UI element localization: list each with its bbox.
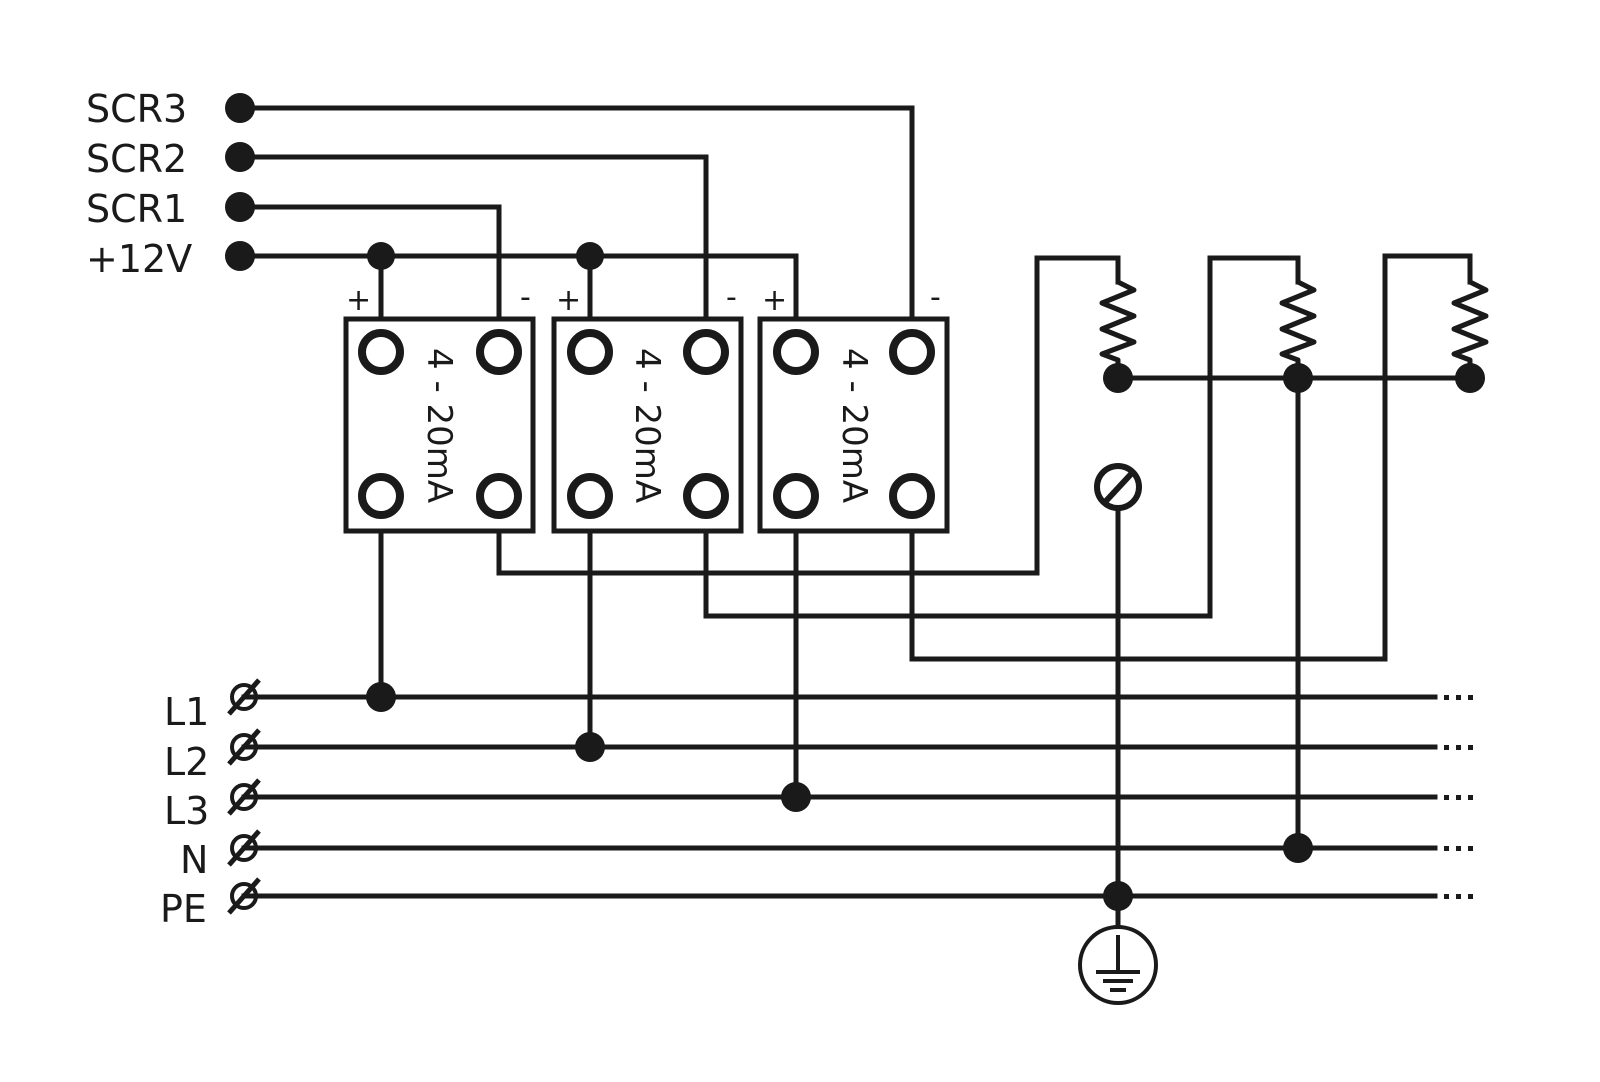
module3-plus-sign: + — [762, 283, 787, 318]
scr2-terminal-dot — [225, 142, 255, 172]
plus12v-junction-1 — [367, 242, 395, 270]
terminal-screw-icon — [1094, 463, 1142, 511]
n-continuation — [1444, 846, 1473, 851]
resistor-icon — [1451, 279, 1489, 378]
module1-load-wire — [496, 255, 1121, 576]
l3-continuation — [1444, 795, 1473, 800]
star-junction-2 — [1283, 363, 1313, 393]
module-3: 4 - 20mA — [757, 316, 950, 534]
module3-label: 4 - 20mA — [834, 348, 874, 503]
scr1-label: SCR1 — [86, 187, 187, 231]
star-junction-1 — [1103, 363, 1133, 393]
module1-plus-sign: + — [346, 283, 371, 318]
module1-minus-terminal — [476, 329, 522, 375]
pe-label: PE — [160, 887, 207, 931]
scr1-wire — [237, 204, 502, 355]
module1-minus-sign: - — [520, 280, 531, 315]
l2-continuation — [1444, 745, 1473, 750]
module3-plus-terminal — [773, 329, 819, 375]
module2-minus-sign: - — [726, 280, 737, 315]
l3-junction — [781, 782, 811, 812]
l1-junction — [366, 682, 396, 712]
module2-plus-sign: + — [556, 283, 581, 318]
module1-out1-terminal — [358, 473, 404, 519]
plus12v-junction-2 — [576, 242, 604, 270]
module3-minus-sign: - — [930, 280, 941, 315]
scr1-terminal-dot — [225, 192, 255, 222]
terminal-screw-icon — [227, 829, 261, 867]
module3-minus-terminal — [889, 329, 935, 375]
n-junction — [1283, 833, 1313, 863]
l2-label: L2 — [164, 740, 209, 784]
star-junction-3 — [1455, 363, 1485, 393]
terminal-screw-icon — [227, 728, 261, 766]
terminal-screw-icon — [227, 877, 261, 915]
module1-label: 4 - 20mA — [419, 348, 459, 503]
module3-out1-terminal — [773, 473, 819, 519]
module1-out2-terminal — [476, 473, 522, 519]
module2-plus-terminal — [567, 329, 613, 375]
resistor-icon — [1099, 279, 1137, 378]
module1-plus-terminal — [358, 329, 404, 375]
l1-continuation — [1444, 695, 1473, 700]
module3-load-wire — [909, 253, 1473, 662]
terminal-screw-icon — [227, 678, 261, 716]
module2-label: 4 - 20mA — [627, 348, 667, 503]
scr3-terminal-dot — [225, 93, 255, 123]
l1-label: L1 — [164, 690, 209, 734]
module2-out2-terminal — [683, 473, 729, 519]
scr2-wire — [237, 154, 709, 355]
module-2: 4 - 20mA — [551, 316, 744, 534]
scr3-wire — [237, 105, 915, 355]
module2-minus-terminal — [683, 329, 729, 375]
plus12v-terminal-dot — [225, 241, 255, 271]
module2-out1-terminal — [567, 473, 613, 519]
plus12v-label: +12V — [86, 237, 192, 281]
l2-junction — [575, 732, 605, 762]
terminal-screw-icon — [227, 778, 261, 816]
n-label: N — [180, 838, 208, 882]
resistor-icon — [1279, 279, 1317, 378]
module2-load-wire — [703, 255, 1301, 619]
pe-continuation — [1444, 894, 1473, 899]
scr2-label: SCR2 — [86, 137, 187, 181]
module3-out2-terminal — [889, 473, 935, 519]
scr3-label: SCR3 — [86, 87, 187, 131]
module-1: 4 - 20mA — [343, 316, 536, 534]
l3-label: L3 — [164, 789, 209, 833]
ground-icon — [1078, 925, 1158, 1005]
